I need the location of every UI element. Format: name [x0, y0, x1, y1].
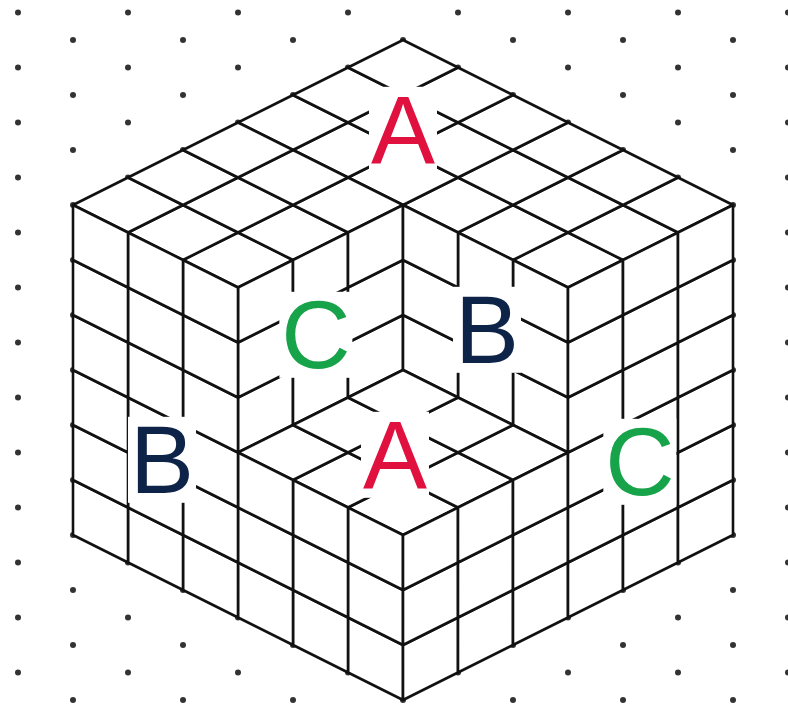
cube-cell — [458, 480, 513, 563]
face-letter: A — [361, 412, 429, 498]
face-letter: A — [369, 87, 437, 173]
cube-cell — [678, 205, 733, 288]
cube-cell — [293, 480, 348, 563]
face-letter: B — [128, 417, 196, 503]
face-letter: C — [603, 419, 676, 505]
cube-cell — [183, 123, 293, 178]
face-letter: C — [279, 292, 352, 378]
cube-cell — [623, 233, 678, 316]
cube-cell — [568, 260, 623, 343]
cube-cell — [513, 260, 568, 343]
cube-cell — [238, 453, 293, 536]
cube-cell — [403, 508, 458, 591]
face-letter: B — [453, 287, 521, 373]
cube-cell — [183, 260, 238, 343]
cube-cell — [73, 205, 128, 288]
cube-cell — [128, 233, 183, 316]
cube-faces — [73, 40, 733, 700]
cube-cell — [348, 205, 403, 288]
cube-cell — [513, 453, 568, 536]
cube-cell — [348, 508, 403, 591]
cube-cell — [403, 205, 458, 288]
